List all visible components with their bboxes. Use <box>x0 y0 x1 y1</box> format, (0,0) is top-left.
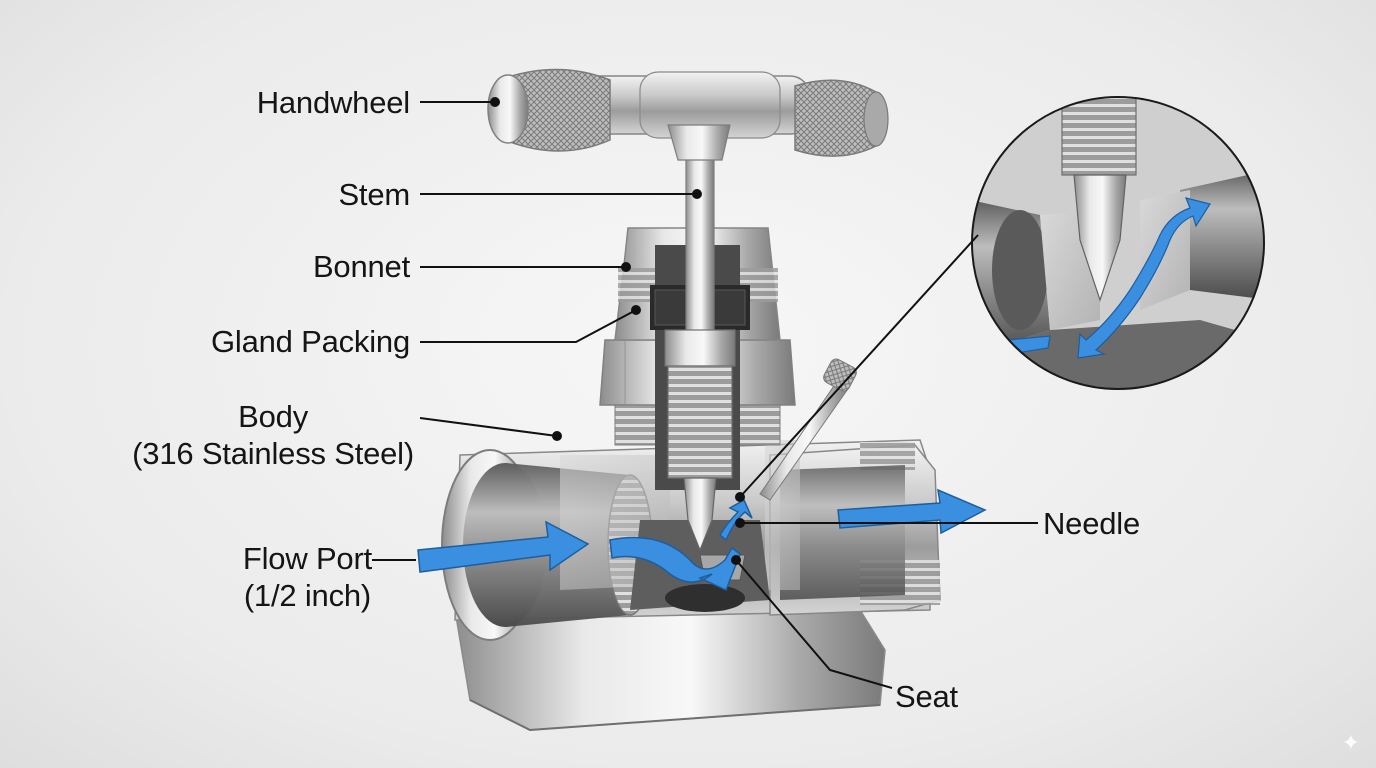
label-needle: Needle <box>1043 506 1141 541</box>
label-flow-port-line2: (1/2 inch) <box>243 578 372 613</box>
sparkle-icon: ✦ <box>1341 730 1360 755</box>
leader-lines <box>372 97 1038 689</box>
leader-gland-packing-dot <box>631 305 641 315</box>
label-gland-packing: Gland Packing <box>210 324 410 359</box>
leader-body <box>419 417 558 437</box>
leader-seat <box>735 559 893 689</box>
leader-zoom-inset <box>739 234 979 498</box>
valve-stem <box>664 139 736 552</box>
leader-gland-packing <box>420 309 637 343</box>
zoom-inset <box>971 96 1265 390</box>
leader-zoom-inset-dot <box>735 492 745 502</box>
flow-through-arrow <box>609 536 741 592</box>
leader-stem-dot <box>692 189 702 199</box>
leader-handwheel-dot <box>490 97 500 107</box>
label-flow-port: Flow Port (1/2 inch) <box>243 540 372 614</box>
label-body: Body (316 Stainless Steel) <box>132 398 414 472</box>
label-bonnet: Bonnet <box>312 249 410 284</box>
label-seat: Seat <box>895 679 958 714</box>
label-stem: Stem <box>338 177 410 212</box>
label-handwheel: Handwheel <box>256 85 411 120</box>
leader-bonnet-dot <box>621 262 631 272</box>
leader-body-dot <box>552 431 562 441</box>
label-body-line1: Body <box>238 399 308 434</box>
label-flow-port-line1: Flow Port <box>242 541 372 576</box>
flow-in-arrow <box>417 520 590 573</box>
label-body-line2: (316 Stainless Steel) <box>132 436 414 471</box>
valve-handwheel <box>487 68 889 161</box>
leader-seat-dot <box>731 555 741 565</box>
leader-needle-dot <box>735 518 745 528</box>
pointer-pin <box>759 358 857 501</box>
